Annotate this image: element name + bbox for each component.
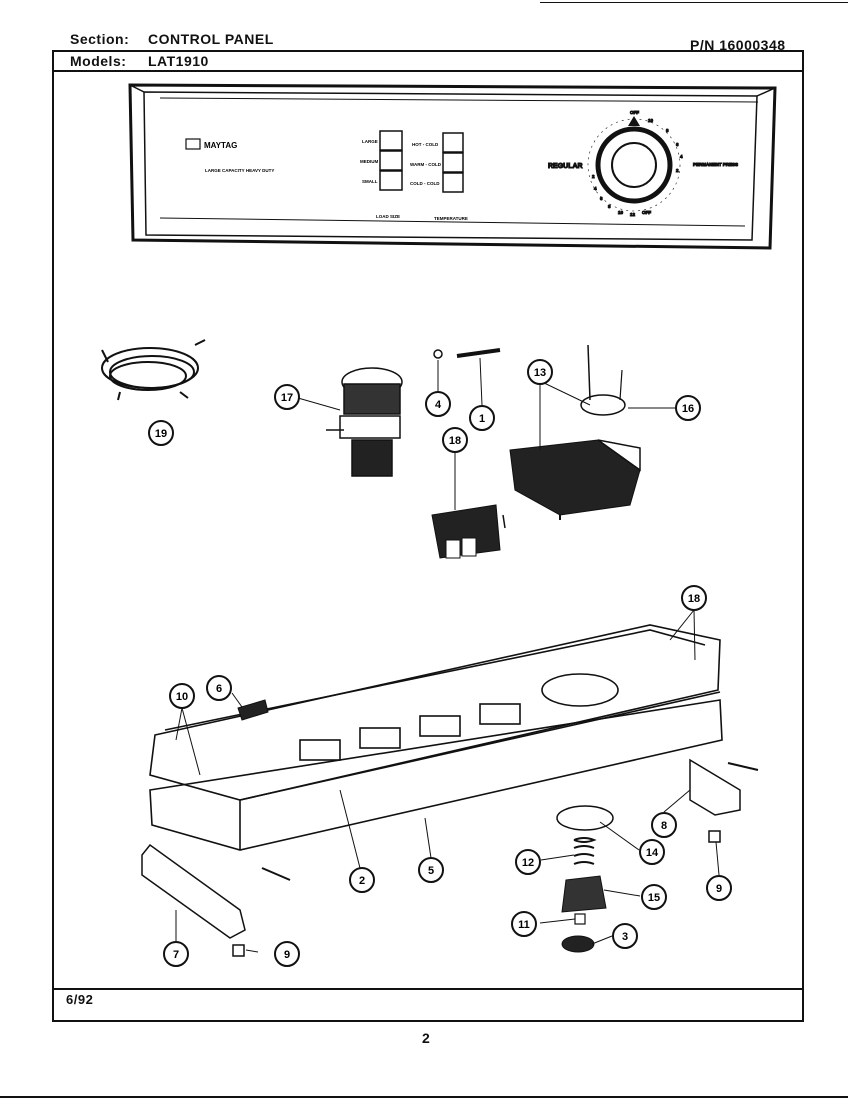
svg-text:3: 3 — [622, 931, 628, 943]
svg-text:18: 18 — [449, 435, 461, 447]
switch-part — [326, 367, 403, 477]
wire-harness-part — [101, 339, 206, 401]
screw-parts — [261, 762, 759, 881]
svg-text:HOT - COLD: HOT - COLD — [412, 142, 439, 147]
callout-15: 15 — [641, 884, 667, 910]
console-bracket-part — [149, 624, 723, 851]
callout-10: 10 — [169, 683, 195, 709]
svg-text:6: 6 — [676, 142, 679, 147]
top-rule — [540, 2, 848, 3]
callout-17: 17 — [274, 384, 300, 410]
callout-13: 13 — [527, 359, 553, 385]
svg-text:1: 1 — [479, 413, 485, 425]
callout-4: 4 — [425, 391, 451, 417]
svg-text:OFF: OFF — [642, 210, 651, 215]
callout-9-right: 9 — [706, 875, 732, 901]
svg-text:9: 9 — [284, 949, 290, 961]
svg-text:19: 19 — [155, 428, 167, 440]
svg-text:8: 8 — [666, 128, 669, 133]
diagram-frame — [52, 50, 804, 1022]
callout-9-left: 9 — [274, 941, 300, 967]
svg-text:10: 10 — [176, 691, 188, 703]
svg-text:12: 12 — [630, 212, 636, 217]
footer-row — [52, 988, 804, 1022]
callout-16: 16 — [675, 395, 701, 421]
svg-text:6: 6 — [216, 683, 222, 695]
callout-3: 3 — [612, 923, 638, 949]
timer-dial: REGULAR PERMANENT PRESS OFF 10 8 6 4 2 2… — [548, 110, 739, 218]
callout-18-right: 18 — [681, 585, 707, 611]
svg-text:REGULAR: REGULAR — [548, 163, 583, 170]
clip-parts — [232, 830, 721, 957]
svg-text:COLD - COLD: COLD - COLD — [410, 181, 440, 186]
svg-text:SMALL: SMALL — [362, 179, 378, 184]
shaft-part — [433, 348, 501, 359]
svg-text:17: 17 — [281, 392, 293, 404]
callout-18-top: 18 — [442, 427, 468, 453]
models-row — [52, 50, 804, 72]
page-number: 2 — [422, 1030, 431, 1046]
svg-text:4: 4 — [435, 399, 442, 411]
callouts: 1 2 3 4 5 6 7 8 9 9 10 11 12 13 14 15 16… — [148, 359, 732, 967]
svg-text:6: 6 — [600, 196, 603, 201]
knob-assembly-part — [556, 805, 614, 953]
svg-text:4: 4 — [680, 154, 683, 159]
load-size-buttons: LARGE MEDIUM SMALL LOAD SIZE — [360, 130, 403, 219]
svg-text:PERMANENT PRESS: PERMANENT PRESS — [693, 162, 738, 167]
svg-text:2: 2 — [676, 168, 679, 173]
svg-text:13: 13 — [534, 367, 546, 379]
svg-text:8: 8 — [608, 204, 611, 209]
callout-14: 14 — [639, 839, 665, 865]
control-panel-console — [128, 83, 777, 250]
spring-clip-part — [237, 699, 269, 721]
svg-text:LOAD SIZE: LOAD SIZE — [376, 214, 400, 219]
svg-text:11: 11 — [518, 919, 530, 931]
svg-text:18: 18 — [688, 593, 700, 605]
svg-text:LARGE: LARGE — [362, 139, 378, 144]
svg-text:12: 12 — [522, 857, 534, 869]
svg-text:MEDIUM: MEDIUM — [360, 159, 378, 164]
callout-11: 11 — [511, 911, 537, 937]
svg-text:MAYTAG: MAYTAG — [204, 141, 237, 150]
terminal-block-part — [431, 504, 506, 559]
svg-text:2: 2 — [592, 174, 595, 179]
svg-text:5: 5 — [428, 865, 434, 877]
maytag-logo: MAYTAG LARGE CAPACITY HEAVY DUTY — [185, 138, 274, 173]
callout-6: 6 — [206, 675, 232, 701]
timer-motor-part — [509, 344, 641, 520]
svg-text:10: 10 — [618, 210, 624, 215]
callout-5: 5 — [418, 857, 444, 883]
side-bracket-parts — [141, 758, 741, 939]
svg-text:9: 9 — [716, 883, 722, 895]
svg-text:2: 2 — [359, 875, 365, 887]
svg-text:14: 14 — [646, 847, 659, 859]
callout-8: 8 — [651, 812, 677, 838]
svg-text:8: 8 — [661, 820, 667, 832]
callout-19: 19 — [148, 420, 174, 446]
svg-text:LARGE CAPACITY HEAVY DUTY: LARGE CAPACITY HEAVY DUTY — [205, 168, 274, 173]
models-value: LAT1910 — [148, 53, 209, 69]
svg-text:4: 4 — [594, 186, 597, 191]
models-label: Models: — [70, 53, 127, 69]
svg-text:10: 10 — [648, 118, 654, 123]
callout-2: 2 — [349, 867, 375, 893]
svg-text:TEMPERATURE: TEMPERATURE — [434, 216, 468, 221]
svg-text:15: 15 — [648, 892, 660, 904]
svg-text:7: 7 — [173, 949, 179, 961]
svg-text:WARM - COLD: WARM - COLD — [410, 162, 442, 167]
callout-7: 7 — [163, 941, 189, 967]
section-value: CONTROL PANEL — [148, 31, 274, 47]
part-number: P/N 16000348 — [690, 37, 786, 53]
temperature-buttons: HOT - COLD WARM - COLD COLD - COLD TEMPE… — [410, 132, 468, 221]
callout-12: 12 — [515, 849, 541, 875]
section-label: Section: — [70, 31, 130, 47]
footer-date: 6/92 — [66, 992, 94, 1007]
svg-text:OFF: OFF — [630, 110, 639, 115]
svg-text:16: 16 — [682, 403, 694, 415]
callout-1: 1 — [469, 405, 495, 431]
bottom-rule — [0, 1096, 848, 1098]
leader-lines — [175, 357, 720, 953]
